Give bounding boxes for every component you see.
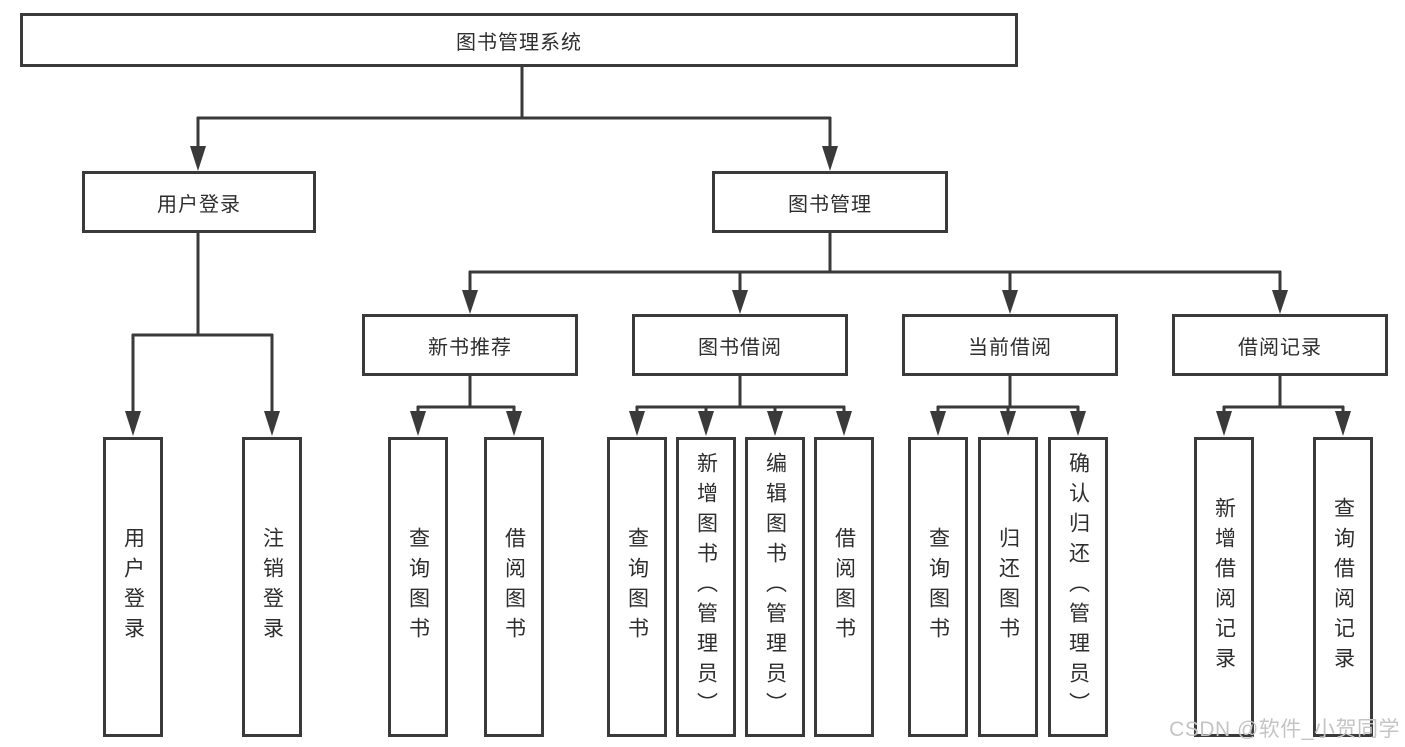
leaf-add-borrow-record: 新增借阅记录 [1194,437,1254,737]
leaf-query-borrow-record-label: 查询借阅记录 [1331,497,1355,677]
leaf-borrow-query-books: 查询图书 [607,437,667,737]
node-book-borrow: 图书借阅 [632,314,848,376]
leaf-borrow-books: 借阅图书 [814,437,874,737]
node-borrow-records-label: 借阅记录 [1238,336,1322,359]
connector-strokes [131,67,1345,413]
node-system-root: 图书管理系统 [20,13,1018,67]
leaf-borrow-query-books-label: 查询图书 [625,527,649,647]
arrowheads [125,146,1351,436]
leaf-edit-books-admin: 编辑图书（管理员） [745,437,805,737]
csdn-watermark: CSDN @软件_小贺同学 [1169,718,1400,741]
node-system-root-label: 图书管理系统 [456,31,582,54]
leaf-confirm-return-admin-label: 确认归还（管理员） [1066,452,1090,722]
node-borrow-records: 借阅记录 [1172,314,1388,376]
node-book-management-label: 图书管理 [788,193,872,216]
leaf-confirm-return-admin: 确认归还（管理员） [1048,437,1108,737]
leaf-user-login: 用户登录 [103,437,163,737]
node-new-book-recommend-label: 新书推荐 [428,336,512,359]
leaf-user-login-label: 用户登录 [121,527,145,647]
leaf-edit-books-admin-label: 编辑图书（管理员） [763,452,787,722]
node-book-management: 图书管理 [712,171,948,233]
leaf-return-books: 归还图书 [978,437,1038,737]
leaf-add-books-admin-label: 新增图书（管理员） [694,452,718,722]
leaf-current-query-books-label: 查询图书 [926,527,950,647]
leaf-recommend-query-books-label: 查询图书 [406,527,430,647]
leaf-recommend-borrow-books-label: 借阅图书 [502,527,526,647]
node-current-borrow-label: 当前借阅 [968,336,1052,359]
node-user-login-label: 用户登录 [157,193,241,216]
leaf-logout-label: 注销登录 [260,527,284,647]
node-current-borrow: 当前借阅 [902,314,1118,376]
node-user-login: 用户登录 [82,171,316,233]
leaf-logout: 注销登录 [242,437,302,737]
node-new-book-recommend: 新书推荐 [362,314,578,376]
node-book-borrow-label: 图书借阅 [698,336,782,359]
leaf-return-books-label: 归还图书 [996,527,1020,647]
leaf-current-query-books: 查询图书 [908,437,968,737]
leaf-borrow-books-label: 借阅图书 [832,527,856,647]
leaf-add-borrow-record-label: 新增借阅记录 [1212,497,1236,677]
leaf-query-borrow-record: 查询借阅记录 [1313,437,1373,737]
leaf-recommend-query-books: 查询图书 [388,437,448,737]
leaf-add-books-admin: 新增图书（管理员） [676,437,736,737]
leaf-recommend-borrow-books: 借阅图书 [484,437,544,737]
